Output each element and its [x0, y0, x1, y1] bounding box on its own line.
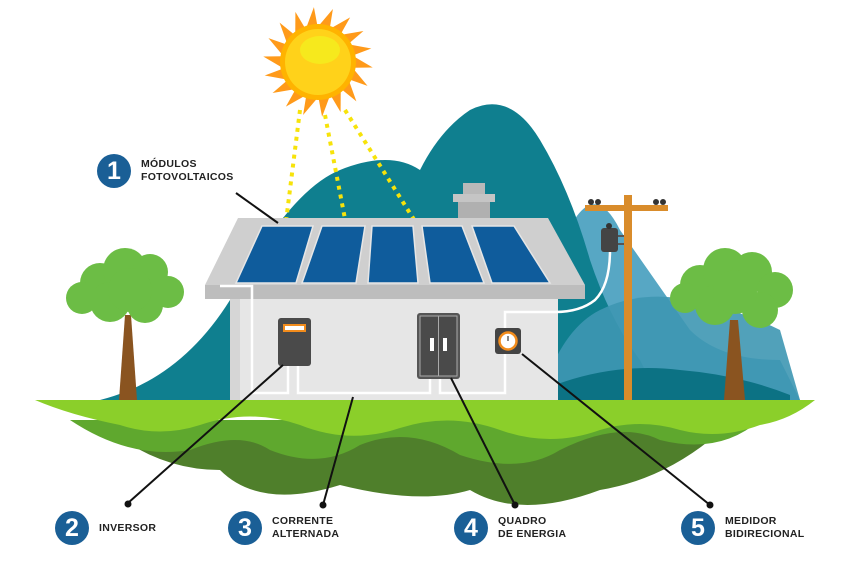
badge-number: 5 [681, 511, 715, 545]
solar-panel [421, 225, 486, 284]
label-medidor-bidirecional: 5 MEDIDOR BIDIRECIONAL [681, 511, 804, 545]
label-line: QUADRO [498, 515, 547, 527]
label-line: INVERSOR [99, 521, 157, 534]
callout-dots [124, 500, 714, 509]
badge-number: 1 [97, 154, 131, 188]
sun-flame [353, 56, 373, 68]
ground-dark [110, 430, 720, 505]
sun-flame [318, 9, 333, 28]
sun-flame [306, 7, 318, 28]
label-inversor: 2 INVERSOR [55, 511, 156, 545]
label-quadro-de-energia: 4 QUADRO DE ENERGIA [454, 511, 566, 545]
sun-flame [349, 44, 372, 56]
label-modulos-fotovoltaicos: 1 MÓDULOS FOTOVOLTAICOS [97, 154, 234, 188]
label-text: INVERSOR [99, 522, 156, 535]
label-text: QUADRO DE ENERGIA [498, 515, 566, 541]
mountain-bottom-right [520, 368, 790, 400]
inverter-icon [278, 318, 311, 366]
utility-pole-icon [585, 195, 668, 401]
label-line: ALTERNADA [272, 528, 340, 540]
label-corrente-alternada: 3 CORRENTE ALTERNADA [228, 511, 339, 545]
label-line: DE ENERGIA [498, 528, 567, 540]
label-text: MÓDULOS FOTOVOLTAICOS [141, 158, 234, 184]
label-line: BIDIRECIONAL [725, 528, 805, 540]
solar-panels [234, 225, 552, 284]
bidirectional-meter-icon [495, 328, 521, 354]
power-panel-icon [417, 313, 460, 379]
solar-panel [234, 225, 315, 284]
label-text: CORRENTE ALTERNADA [272, 515, 339, 541]
label-line: FOTOVOLTAICOS [141, 171, 234, 183]
sun-flame [303, 96, 318, 115]
house-wall-shade [230, 299, 240, 401]
tree-left [66, 248, 184, 400]
badge-number: 3 [228, 511, 262, 545]
sun-flame [318, 96, 330, 117]
solar-panel [300, 225, 366, 284]
tree-right [670, 248, 793, 400]
roof-edge [205, 285, 585, 299]
chimney [453, 183, 495, 218]
ground-grass [35, 400, 815, 439]
solar-panel [367, 225, 419, 284]
badge-number: 2 [55, 511, 89, 545]
label-text: MEDIDOR BIDIRECIONAL [725, 515, 804, 541]
sun-flame [264, 68, 287, 80]
sun-flame [263, 56, 283, 68]
label-line: CORRENTE [272, 515, 334, 527]
sun-icon [263, 7, 373, 117]
label-line: MEDIDOR [725, 515, 777, 527]
callout-lines [127, 192, 711, 506]
badge-number: 4 [454, 511, 488, 545]
label-line: MÓDULOS [141, 158, 197, 170]
solar-panel [470, 225, 552, 284]
